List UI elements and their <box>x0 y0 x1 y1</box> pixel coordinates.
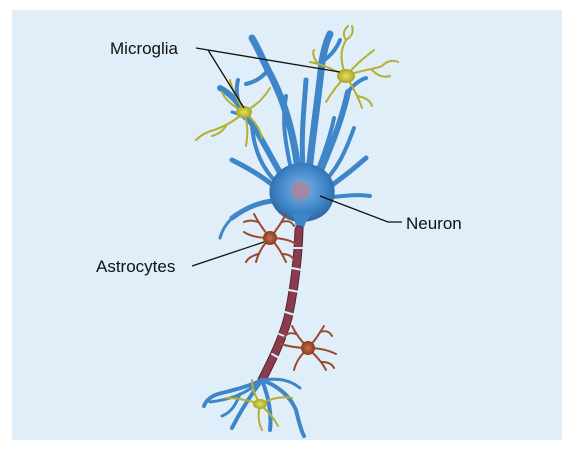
astrocytes-label: Astrocytes <box>96 258 175 275</box>
astrocyte-cell <box>280 326 336 370</box>
axon <box>262 230 303 380</box>
astrocytes-leader-line <box>192 242 264 266</box>
astrocyte-cell <box>244 214 296 262</box>
microglia-label: Microglia <box>110 40 178 57</box>
neuron-label: Neuron <box>406 215 462 232</box>
